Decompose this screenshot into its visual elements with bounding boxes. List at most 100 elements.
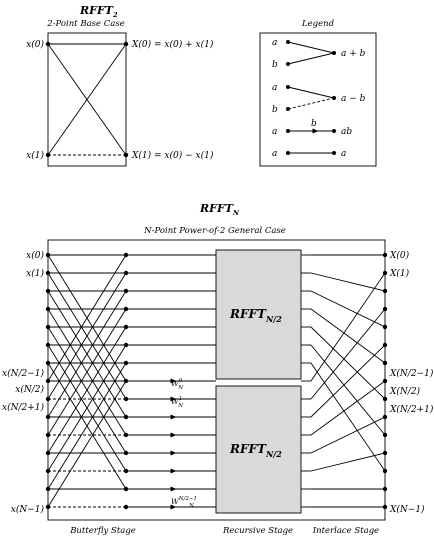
legend-sum-line-a <box>287 41 335 54</box>
butterfly-node <box>123 504 129 510</box>
general-input-0: x(0) <box>26 250 44 261</box>
base-node <box>45 41 51 47</box>
base-case-box <box>47 32 127 167</box>
legend-diff-line-a <box>287 86 335 99</box>
butterfly-node <box>123 468 129 474</box>
legend-node <box>332 151 336 155</box>
output-node <box>382 252 388 258</box>
input-node <box>45 288 51 294</box>
output-node <box>382 342 388 348</box>
base-case-panel: RFFT2 2-Point Base Case x(0) x(1) X(0) =… <box>26 4 214 167</box>
input-node <box>45 432 51 438</box>
butterfly-cross-line <box>47 326 127 454</box>
output-node <box>382 396 388 402</box>
legend-label-a: a <box>272 149 277 159</box>
output-node <box>382 414 388 420</box>
output-node <box>382 306 388 312</box>
legend-node <box>286 62 290 66</box>
legend-node <box>286 85 290 89</box>
legend-panel: Legend a b a + b a b a − b a b ab a a <box>259 19 377 167</box>
rfft-half-block-top <box>215 249 302 380</box>
output-node <box>382 504 388 510</box>
butterfly-node <box>123 450 129 456</box>
stage-label-butterfly: Butterfly Stage <box>69 526 136 536</box>
legend-label-sum: a + b <box>341 49 366 59</box>
base-output-1: X(1) = x(0) − x(1) <box>131 150 214 161</box>
output-node <box>382 360 388 366</box>
legend-label-mult-b: b <box>311 119 317 129</box>
butterfly-cross-line <box>47 254 127 382</box>
interlace-line <box>310 344 386 436</box>
base-cross-line-2 <box>47 43 127 156</box>
input-node <box>45 360 51 366</box>
butterfly-cross-line <box>47 308 127 436</box>
butterfly-cross-line <box>47 344 127 472</box>
interlace-stage <box>301 254 386 508</box>
stage-label-recursive: Recursive Stage <box>222 526 293 536</box>
butterfly-node <box>123 360 129 366</box>
stage-label-interlace: Interlace Stage <box>312 526 379 536</box>
legend-label-pass: a <box>341 149 346 159</box>
legend-node <box>332 129 336 133</box>
butterfly-node <box>123 378 129 384</box>
legend-node <box>286 129 290 133</box>
output-node <box>382 486 388 492</box>
legend-label-a: a <box>272 83 277 93</box>
legend-label-b: b <box>272 105 278 115</box>
interlace-line <box>310 380 386 436</box>
general-input-half-plus-1: x(N/2+1) <box>2 402 44 413</box>
output-node <box>382 432 388 438</box>
base-input-0: x(0) <box>26 39 44 50</box>
legend-node <box>286 40 290 44</box>
base-node <box>45 152 51 158</box>
general-title: RFFTN <box>199 202 240 217</box>
legend-box <box>259 32 377 167</box>
rfft-half-label-top: RFFTN/2 <box>229 307 282 324</box>
output-node <box>382 450 388 456</box>
general-output-half-plus-1: X(N/2+1) <box>389 404 434 415</box>
general-subtitle: N-Point Power-of-2 General Case <box>143 226 286 236</box>
rfft-half-block-bottom <box>215 385 302 514</box>
legend-node <box>286 151 290 155</box>
interlace-line <box>310 308 386 364</box>
rfft-half-label-bottom: RFFTN/2 <box>229 442 282 459</box>
butterfly-cross-line <box>47 380 127 508</box>
input-node <box>45 504 51 510</box>
interlace-line <box>310 272 386 292</box>
legend-title: Legend <box>301 19 335 29</box>
interlace-line <box>310 272 386 382</box>
input-node <box>45 396 51 402</box>
general-input-last: x(N−1) <box>11 504 45 515</box>
legend-node <box>332 96 336 100</box>
input-node <box>45 252 51 258</box>
butterfly-node <box>123 252 129 258</box>
output-node <box>382 288 388 294</box>
input-node <box>45 468 51 474</box>
general-input-half: x(N/2) <box>15 384 44 395</box>
general-case-panel: RFFTN N-Point Power-of-2 General Case RF… <box>2 202 434 536</box>
general-input-half-minus-1: x(N/2−1) <box>2 368 44 379</box>
legend-sum-line-b <box>287 52 335 65</box>
input-node <box>45 270 51 276</box>
input-node <box>45 306 51 312</box>
interlace-line <box>310 290 386 328</box>
butterfly-cross-line <box>47 272 127 400</box>
general-output-last: X(N−1) <box>389 504 425 515</box>
interlace-line <box>310 326 386 400</box>
general-input-1: x(1) <box>26 268 44 279</box>
base-case-subtitle: 2-Point Base Case <box>46 19 124 29</box>
input-node <box>45 378 51 384</box>
output-node <box>382 468 388 474</box>
butterfly-stage <box>47 254 216 510</box>
butterfly-node <box>123 306 129 312</box>
general-output-0: X(0) <box>389 250 410 261</box>
output-node <box>382 270 388 276</box>
general-output-1: X(1) <box>389 268 410 279</box>
legend-label-a: a <box>272 38 277 48</box>
butterfly-node <box>123 270 129 276</box>
output-node <box>382 324 388 330</box>
